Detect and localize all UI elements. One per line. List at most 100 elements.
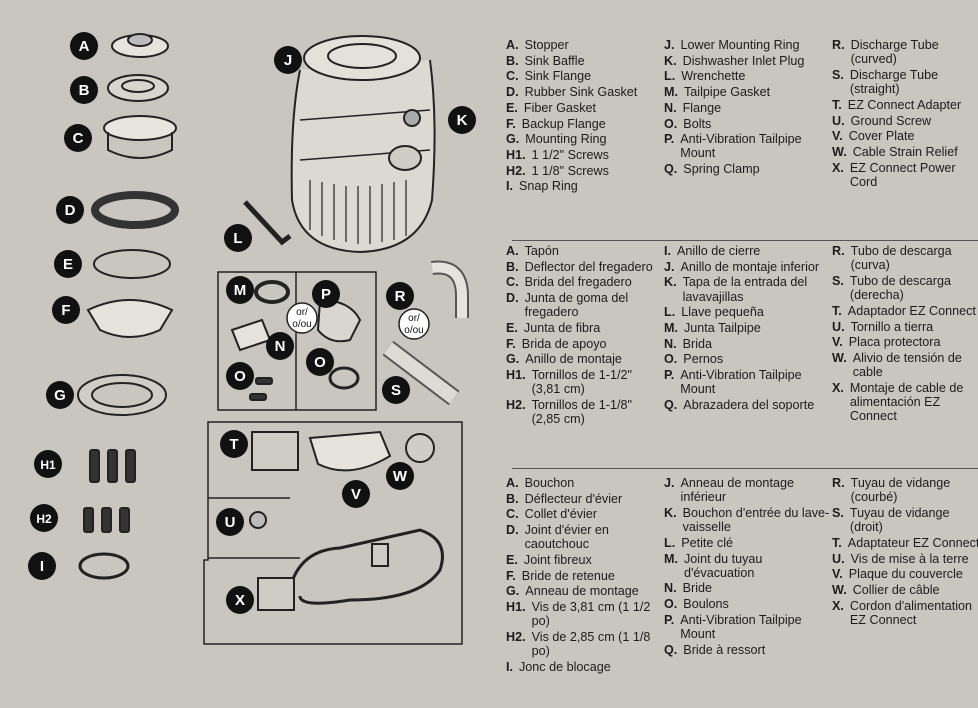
part-name: Boulons [683, 597, 729, 612]
part-letter: K. [664, 53, 677, 68]
svg-text:or/: or/ [408, 313, 420, 324]
part-name: Tapa de la entrada del lavavajillas [682, 275, 808, 304]
part-name: Deflector del fregadero [524, 259, 653, 274]
part-name: Bride à ressort [683, 642, 766, 657]
part-letter: X. [832, 160, 844, 175]
part-entry: W.Alivio de tensión de cable [832, 351, 978, 379]
part-entry: G.Anillo de montaje [506, 352, 654, 366]
svg-text:G: G [54, 387, 66, 404]
svg-text:D: D [65, 202, 76, 219]
part-letter: D. [506, 523, 519, 538]
part-letter: H2. [506, 398, 526, 413]
part-entry: V.Cover Plate [832, 129, 978, 143]
part-entry: B.Sink Baffle [506, 54, 654, 68]
part-letter: I. [664, 244, 671, 258]
part-letter: G. [506, 584, 520, 599]
part-letter: C. [506, 69, 519, 84]
part-name: Déflecteur d'évier [524, 491, 623, 506]
part-entry: B.Déflecteur d'évier [506, 492, 654, 506]
part-name: Adaptador EZ Connect [847, 303, 976, 318]
part-entry: H1.Vis de 3,81 cm (1 1/2 po) [506, 600, 654, 628]
part-entry: R.Tuyau de vidange (courbé) [832, 476, 978, 504]
part-letter: B. [506, 53, 519, 68]
part-entry: H2.1 1/8" Screws [506, 164, 654, 178]
part-sink-baffle [107, 74, 169, 102]
part-wrenchette [243, 200, 292, 246]
part-entry: C.Collet d'évier [506, 507, 654, 521]
svg-text:H1: H1 [40, 458, 56, 472]
part-letter: L. [664, 305, 676, 320]
part-name: Tuyau de vidange (droit) [849, 505, 950, 535]
part-entry: R.Tubo de descarga (curva) [832, 244, 978, 272]
label-N: N [266, 332, 294, 360]
part-name: Tubo de descarga (curva) [850, 244, 952, 273]
part-name: Brida [682, 336, 712, 351]
part-letter: D. [506, 291, 519, 306]
label-R: R [386, 282, 414, 310]
part-entry: U.Ground Screw [832, 114, 978, 128]
part-entry: N.Bride [664, 581, 834, 595]
part-letter: U. [832, 551, 845, 566]
part-name: Bouchon d'entrée du lave-vaisselle [682, 505, 830, 535]
part-letter: A. [506, 38, 519, 52]
part-entry: S.Tuyau de vidange (droit) [832, 506, 978, 534]
part-letter: F. [506, 568, 516, 583]
part-letter: W. [832, 582, 847, 597]
part-entry: Q. Abrazadera del soporte [664, 398, 834, 412]
part-letter: W. [832, 144, 847, 159]
part-name: Junta de fibra [523, 321, 601, 336]
svg-text:X: X [235, 592, 245, 609]
part-name: Mounting Ring [525, 132, 607, 147]
part-entry: H2.Vis de 2,85 cm (1 1/8 po) [506, 630, 654, 658]
part-name: EZ Connect Power Cord [849, 160, 956, 189]
label-L: L [224, 224, 252, 252]
svg-text:F: F [61, 302, 70, 319]
part-name: Tubo de descarga (derecha) [849, 273, 951, 303]
part-sink-flange [103, 115, 177, 159]
part-letter: T. [832, 97, 842, 112]
part-entry: D.Junta de goma del fregadero [506, 291, 654, 319]
label-J: J [274, 46, 302, 74]
part-letter: X. [832, 380, 844, 395]
part-name: Flange [682, 100, 722, 115]
part-letter: H2. [506, 163, 526, 178]
label-E: E [54, 250, 82, 278]
part-letter: H1. [506, 368, 526, 383]
part-backup-flange [86, 299, 174, 338]
svg-text:I: I [40, 558, 44, 575]
part-letter: N. [664, 581, 677, 596]
part-name: Bolts [683, 116, 712, 131]
svg-text:H2: H2 [36, 512, 52, 526]
part-entry: M.Joint du tuyau d'évacuation [664, 552, 834, 580]
part-entry: F.Backup Flange [506, 117, 654, 131]
part-name: Abrazadera del soporte [683, 398, 815, 413]
part-letter: I. [506, 659, 513, 674]
part-letter: F. [506, 336, 516, 351]
part-letter: I. [506, 179, 513, 194]
part-entry: T.Adaptateur EZ Connect [832, 536, 978, 550]
part-letter: P. [664, 612, 675, 627]
svg-text:T: T [229, 436, 238, 453]
part-letter: J. [664, 38, 675, 52]
part-entry: W.Collier de câble [832, 583, 978, 597]
part-letter: G. [506, 352, 520, 367]
part-name: Joint du tuyau d'évacuation [684, 551, 763, 580]
part-letter: N. [664, 336, 677, 351]
or-badge-1: or/o/ou [286, 302, 318, 334]
part-letter: Q. [664, 398, 678, 413]
svg-text:A: A [79, 38, 90, 55]
part-entry: O.Bolts [664, 117, 834, 131]
part-disposer-body [290, 35, 436, 254]
part-name: Cable Strain Relief [852, 144, 958, 159]
part-entry: H1.Tornillos de 1-1/2" (3,81 cm) [506, 368, 654, 396]
part-entry: E.Junta de fibra [506, 321, 654, 335]
part-snap-ring [78, 552, 130, 580]
part-name: Tornillos de 1-1/8" (2,85 cm) [531, 398, 632, 427]
part-entry: E.Fiber Gasket [506, 101, 654, 115]
part-name: Tailpipe Gasket [684, 85, 771, 100]
part-entry: I.Anillo de cierre [664, 244, 834, 258]
part-letter: P. [664, 368, 675, 383]
label-I: I [28, 552, 56, 580]
